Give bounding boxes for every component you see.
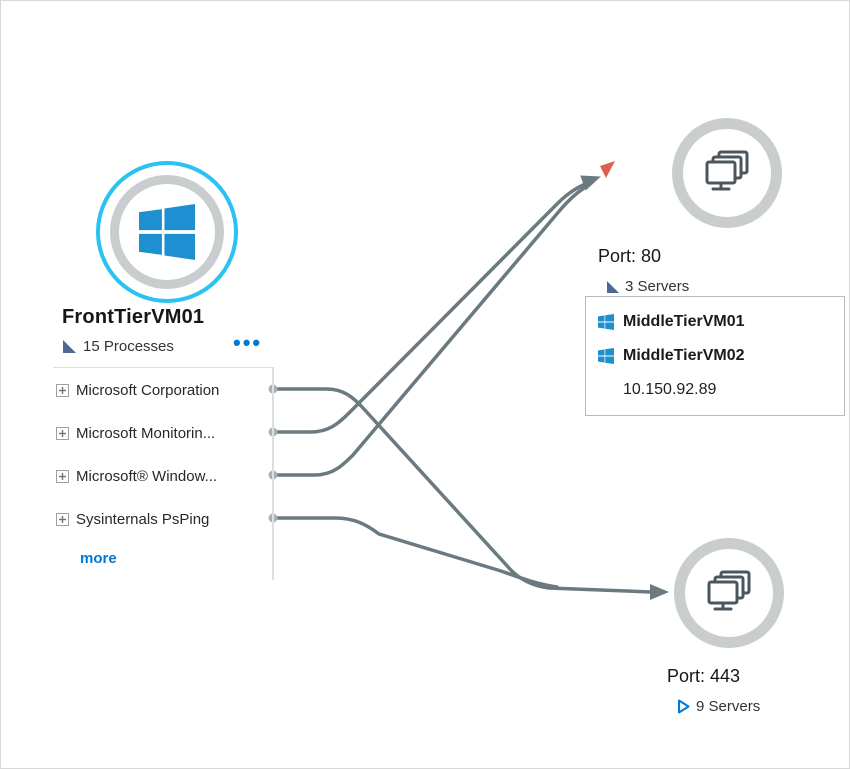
process-list-item[interactable]: Microsoft Corporation — [56, 377, 219, 403]
expand-plus-icon[interactable] — [56, 469, 69, 483]
port80-server-count-row[interactable]: 3 Servers — [607, 278, 689, 295]
red-arrow-accent-icon — [600, 161, 615, 178]
process-count-row[interactable]: 15 Processes — [63, 338, 174, 355]
port443-title: Port: 443 — [667, 666, 741, 686]
expand-plus-icon[interactable] — [56, 383, 69, 397]
process-name: Microsoft Monitorin... — [76, 424, 216, 442]
server-list-item[interactable]: MiddleTierVM01 — [598, 305, 832, 339]
more-processes-link[interactable]: more — [80, 550, 117, 567]
arrowhead-port443 — [650, 584, 669, 600]
process-name: Microsoft Corporation — [76, 381, 220, 399]
process-name: Microsoft® Window... — [76, 467, 218, 485]
process-list-item[interactable]: Microsoft Monitorin... — [56, 420, 215, 446]
server-ip-row: 10.150.92.89 — [598, 373, 832, 407]
server-name: MiddleTierVM02 — [623, 347, 745, 364]
process-count-label: 15 Processes — [83, 338, 174, 355]
more-options-ellipsis-button[interactable]: ••• — [233, 330, 263, 355]
front-tier-node-ring — [110, 175, 224, 289]
port443-server-count-label: 9 Servers — [696, 698, 761, 715]
edge-process3-to-port80[interactable] — [271, 186, 586, 477]
expand-plus-icon[interactable] — [56, 426, 69, 440]
edge-process2-to-port80[interactable] — [271, 183, 585, 434]
solid-corner-triangle-icon — [607, 280, 619, 293]
front-tier-node[interactable] — [96, 161, 238, 303]
port80-group-node[interactable] — [672, 118, 782, 228]
windows-logo-icon — [598, 348, 614, 364]
outline-play-triangle-icon — [677, 699, 690, 714]
windows-logo-icon — [139, 204, 195, 260]
port80-title: Port: 80 — [598, 246, 662, 266]
process-list-divider — [53, 367, 273, 368]
solid-corner-triangle-icon — [63, 340, 76, 353]
process-name: Sysinternals PsPing — [76, 510, 210, 528]
process-list-item[interactable]: Sysinternals PsPing — [56, 506, 209, 532]
server-group-icon — [705, 570, 753, 616]
edge-process1-to-port443[interactable] — [271, 387, 653, 594]
port80-server-count-label: 3 Servers — [625, 278, 690, 295]
server-list-item[interactable]: MiddleTierVM02 — [598, 339, 832, 373]
process-list-edge-rail — [272, 367, 274, 580]
port443-group-node[interactable] — [674, 538, 784, 648]
server-group-icon — [703, 150, 751, 196]
windows-logo-icon — [598, 314, 614, 330]
server-ip-address: 10.150.92.89 — [623, 381, 717, 398]
port80-servers-flyout: MiddleTierVM01 MiddleTierVM02 10.150.92.… — [585, 296, 845, 416]
process-list-item[interactable]: Microsoft® Window... — [56, 463, 217, 489]
edge-process4-to-port443[interactable] — [271, 516, 559, 589]
server-name: MiddleTierVM01 — [623, 313, 745, 330]
port443-server-count-row[interactable]: 9 Servers — [677, 698, 760, 715]
front-tier-title: FrontTierVM01 — [62, 306, 205, 328]
expand-plus-icon[interactable] — [56, 512, 69, 526]
arrowhead-port80 — [580, 175, 601, 191]
